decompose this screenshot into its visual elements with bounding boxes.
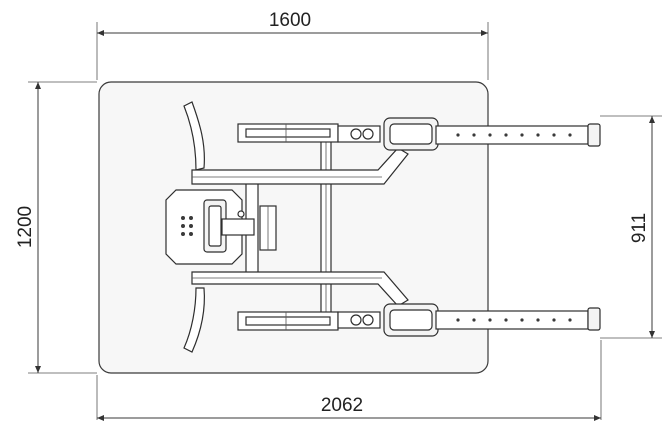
dimension-right: 911 <box>629 116 655 338</box>
lower-pedal-arm <box>237 303 601 337</box>
dimension-top: 1600 <box>97 10 488 36</box>
lower-handle <box>183 287 205 353</box>
upper-handle <box>183 101 205 171</box>
dimension-left: 1200 <box>15 82 41 373</box>
dimension-top-label: 1600 <box>269 10 311 31</box>
upper-arm-holes <box>456 133 572 137</box>
dimension-bottom: 2062 <box>97 395 601 421</box>
lower-arm-holes <box>456 318 572 322</box>
seat-bolt-holes <box>181 216 193 236</box>
upper-pedal-arm <box>237 117 601 151</box>
seat-slider <box>221 218 255 236</box>
dimension-left-label: 1200 <box>15 206 36 248</box>
dimension-bottom-label: 2062 <box>321 395 363 416</box>
machine-top-view <box>165 101 601 353</box>
dimension-right-label: 911 <box>629 213 650 243</box>
upper-cross-frame <box>191 147 409 185</box>
